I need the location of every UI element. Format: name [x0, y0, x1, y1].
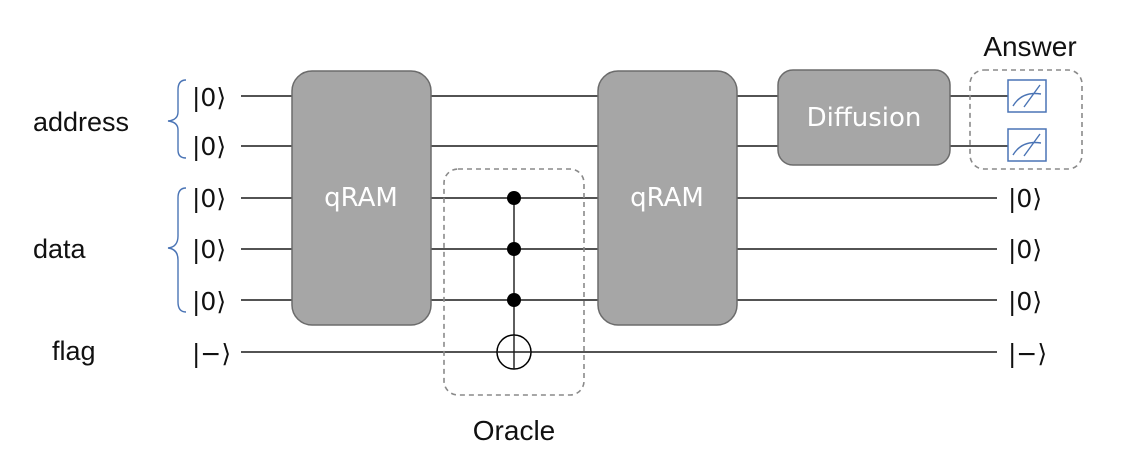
control-dot-icon	[507, 191, 521, 205]
cnot-target-icon	[496, 334, 532, 370]
diffusion-gate-label: Diffusion	[807, 103, 922, 133]
output-ket-data-2: |0⟩	[1008, 287, 1042, 316]
register-label-flag: flag	[52, 336, 96, 366]
qram-gate-2-label: qRAM	[630, 183, 704, 213]
oracle-box	[443, 168, 585, 396]
diffusion-gate	[777, 69, 951, 166]
qram-gate-2	[597, 70, 738, 326]
output-ket-flag: |−⟩	[1008, 339, 1047, 368]
control-dot-icon	[507, 293, 521, 307]
output-ket-data-1: |0⟩	[1008, 235, 1042, 264]
qram-gate-1-label: qRAM	[324, 183, 398, 213]
input-ket-data-1: |0⟩	[192, 235, 226, 264]
input-ket-address-0: |0⟩	[192, 83, 226, 112]
oracle-caption: Oracle	[473, 415, 555, 446]
input-ket-address-1: |0⟩	[192, 132, 226, 161]
register-label-address: address	[33, 107, 129, 137]
output-ket-data-0: |0⟩	[1008, 184, 1042, 213]
meter-icon	[1007, 79, 1047, 113]
input-ket-flag: |−⟩	[192, 339, 231, 368]
meter-icon	[1007, 128, 1047, 162]
input-ket-data-2: |0⟩	[192, 287, 226, 316]
brace-address	[167, 79, 187, 159]
qram-gate-1	[291, 70, 432, 326]
control-dot-icon	[507, 242, 521, 256]
answer-caption: Answer	[983, 31, 1076, 62]
input-ket-data-0: |0⟩	[192, 184, 226, 213]
register-label-data: data	[33, 234, 87, 264]
brace-data	[167, 187, 187, 313]
